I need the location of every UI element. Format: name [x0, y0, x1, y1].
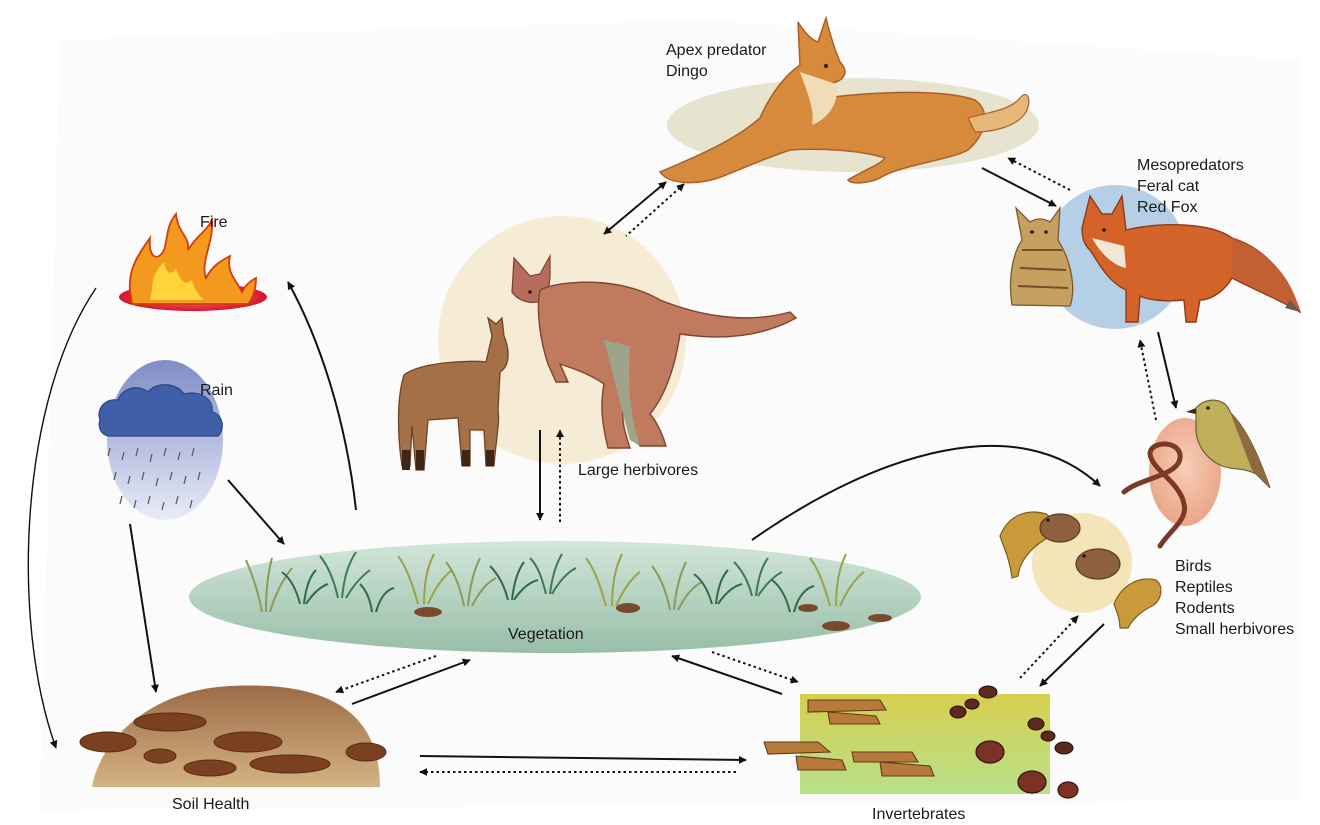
- fire-label: Fire: [200, 212, 228, 233]
- mesopredators-label: Mesopredators Feral cat Red Fox: [1137, 155, 1244, 218]
- small-fauna-line-4: Small herbivores: [1175, 619, 1294, 640]
- small-fauna-line-2: Reptiles: [1175, 577, 1294, 598]
- large-herbivores-label: Large herbivores: [578, 460, 698, 481]
- meso-line-2: Feral cat: [1137, 176, 1244, 197]
- apex-line-2: Dingo: [666, 61, 767, 82]
- meso-line-1: Mesopredators: [1137, 155, 1244, 176]
- soil-health-label: Soil Health: [172, 794, 249, 815]
- small-fauna-label: Birds Reptiles Rodents Small herbivores: [1175, 556, 1294, 640]
- meso-line-3: Red Fox: [1137, 197, 1244, 218]
- vegetation-label: Vegetation: [508, 624, 584, 645]
- apex-predator-label: Apex predator Dingo: [666, 40, 767, 82]
- small-fauna-line-1: Birds: [1175, 556, 1294, 577]
- apex-line-1: Apex predator: [666, 40, 767, 61]
- small-fauna-line-3: Rodents: [1175, 598, 1294, 619]
- rain-label: Rain: [200, 380, 233, 401]
- invertebrates-label: Invertebrates: [872, 804, 965, 825]
